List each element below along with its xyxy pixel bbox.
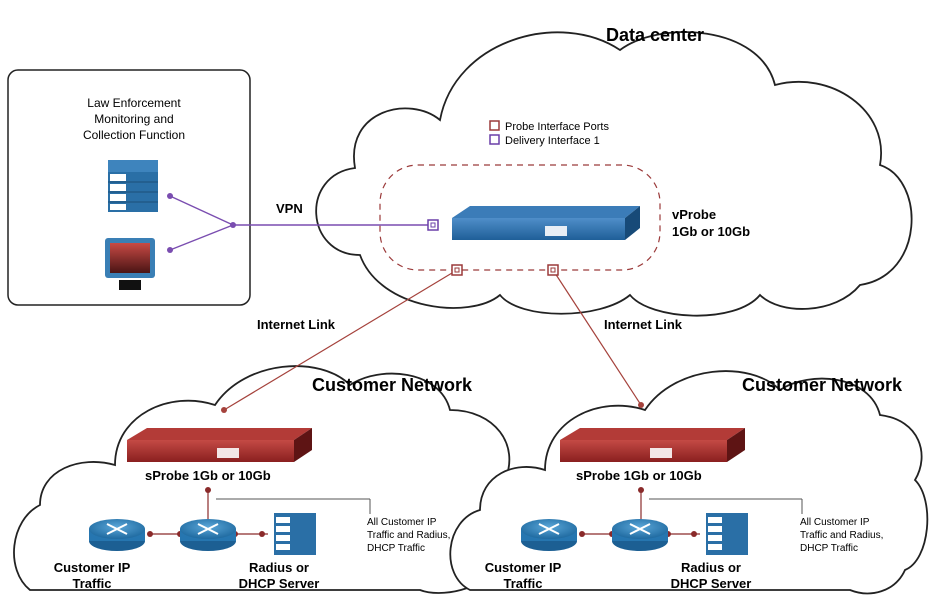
router-icon (521, 519, 577, 551)
traffic-note-left: All Customer IP Traffic and Radius, DHCP… (367, 517, 451, 554)
law-enforcement-label: Law Enforcement Monitoring and Collectio… (82, 96, 186, 142)
traffic-note-right: All Customer IP Traffic and Radius, DHCP… (800, 517, 884, 554)
internet-link-label-right: Internet Link (604, 317, 683, 332)
sprobe-device-right (560, 428, 745, 462)
customer-ip-label-right: Customer IP Traffic (484, 560, 562, 591)
collection-server-icon (108, 160, 158, 212)
probe-port-right (547, 264, 559, 276)
data-center-cloud (315, 31, 913, 317)
legend-probe-swatch (489, 120, 500, 131)
customer-network-title-left: Customer Network (312, 375, 473, 395)
monitor-icon (105, 238, 155, 290)
server-icon (274, 513, 316, 555)
legend-delivery-label: Delivery Interface 1 (505, 135, 600, 147)
server-label-right: Radius or DHCP Server (670, 560, 752, 591)
server-label-left: Radius or DHCP Server (238, 560, 320, 591)
router-icon (89, 519, 145, 551)
internet-link-label-left: Internet Link (257, 317, 336, 332)
vpn-label: VPN (276, 201, 303, 216)
vprobe-label: vProbe 1Gb or 10Gb (672, 207, 751, 239)
vpn-links (169, 195, 428, 251)
probe-port-left (451, 264, 463, 276)
router-icon (180, 519, 236, 551)
data-center-title: Data center (606, 25, 705, 45)
delivery-port (427, 219, 439, 231)
legend-probe-label: Probe Interface Ports (505, 121, 609, 133)
sprobe-device-left (127, 428, 312, 462)
sprobe-label-left: sProbe 1Gb or 10Gb (145, 468, 271, 483)
sprobe-label-right: sProbe 1Gb or 10Gb (576, 468, 702, 483)
customer-ip-label-left: Customer IP Traffic (53, 560, 131, 591)
legend-delivery-swatch (489, 134, 500, 145)
internet-links (223, 269, 642, 411)
vprobe-zone (379, 164, 661, 271)
vprobe-device (452, 206, 640, 240)
customer-network-title-right: Customer Network (742, 375, 903, 395)
server-icon (706, 513, 748, 555)
router-icon (612, 519, 668, 551)
